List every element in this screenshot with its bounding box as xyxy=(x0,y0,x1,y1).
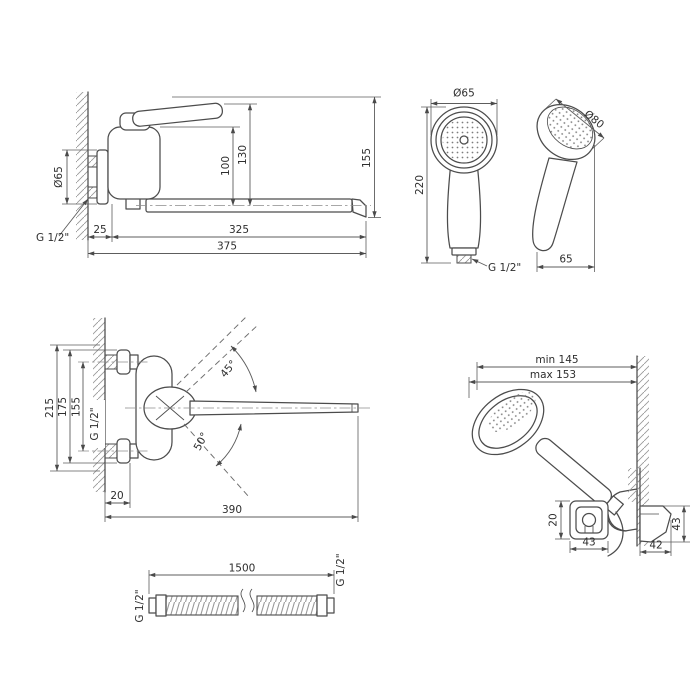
handle-fitting xyxy=(451,247,477,256)
hose-segment xyxy=(256,595,318,616)
wall-hatch xyxy=(628,468,640,502)
escutcheon xyxy=(96,149,109,205)
dim-hose-length: 1500 xyxy=(229,563,256,575)
dim-base-width: 65 xyxy=(559,254,572,266)
spout-top xyxy=(189,400,359,416)
spray-face xyxy=(488,391,536,433)
dim-max-reach: max 153 xyxy=(530,369,576,381)
dim-body-height: 130 xyxy=(237,145,249,165)
dim-head-diameter: Ø65 xyxy=(453,88,475,100)
dim-flange-span: 175 xyxy=(57,397,69,417)
dim-holder-depth: 20 xyxy=(548,513,560,526)
shower-side-view: Ø80 65 xyxy=(532,98,606,272)
dim-overall-reach: 390 xyxy=(222,504,242,516)
dim-holder-width: 43 xyxy=(582,537,595,549)
hose-nut xyxy=(603,495,624,516)
dim-inlet-centers: 155 xyxy=(71,397,83,417)
thread-connector xyxy=(456,254,472,264)
label-hose-right-thread: G 1/2" xyxy=(335,553,347,586)
handle-lever xyxy=(132,102,224,127)
dim-spout-reach: 325 xyxy=(229,224,249,236)
holder-front-view: 20 43 xyxy=(548,500,609,553)
dim-holder-side-width: 42 xyxy=(649,540,662,552)
dim-min-reach: min 145 xyxy=(535,354,578,366)
dim-swivel-up-angle: 45° xyxy=(218,358,239,380)
hose-tail xyxy=(607,511,624,557)
shower-handle-in-bracket xyxy=(535,437,613,506)
dim-escutcheon-diameter: Ø65 xyxy=(53,166,65,188)
dim-overall-height: 155 xyxy=(361,148,373,168)
dim-flange-depth: 20 xyxy=(110,490,123,502)
inlet-connector xyxy=(87,155,98,168)
inlet-connector xyxy=(87,186,98,199)
shower-front-view: Ø65 220 G 1/2" xyxy=(414,88,521,275)
label-hose-left-thread: G 1/2" xyxy=(134,589,146,622)
mixer-body xyxy=(107,126,161,200)
hose-view: 1500 G 1/2" G 1/2" xyxy=(134,553,347,622)
hose-fitting-right xyxy=(326,597,335,614)
label-handle-thread: G 1/2" xyxy=(488,262,521,274)
dim-wall-offset: 25 xyxy=(93,224,106,236)
dim-holder-height: 43 xyxy=(671,517,683,530)
shower-handle xyxy=(446,161,482,249)
dim-shower-height: 220 xyxy=(414,175,426,195)
holder-side-view: 43 42 xyxy=(628,467,690,556)
diverter xyxy=(125,197,141,210)
dim-overall-span: 215 xyxy=(44,398,56,418)
dim-swivel-down-angle: 50° xyxy=(192,431,211,453)
faucet-top-view: 45° 50° 215 175 155 G 1/2" 20 390 xyxy=(44,314,372,522)
dim-overall-reach: 375 xyxy=(217,241,237,253)
dim-spout-height: 100 xyxy=(220,156,232,176)
label-inlet-thread: G 1/2" xyxy=(89,407,101,440)
hose-fitting-left xyxy=(148,597,157,614)
faucet-side-view: Ø65 100 130 155 25 325 375 G 1/2" xyxy=(36,91,381,258)
hose-segment xyxy=(165,595,239,616)
label-inlet-thread: G 1/2" xyxy=(36,232,69,244)
shower-handle-side xyxy=(532,157,578,252)
spout-tip xyxy=(351,198,367,218)
holder-body xyxy=(569,500,609,540)
wall-hatch xyxy=(76,92,88,240)
holder-profile xyxy=(639,505,672,543)
